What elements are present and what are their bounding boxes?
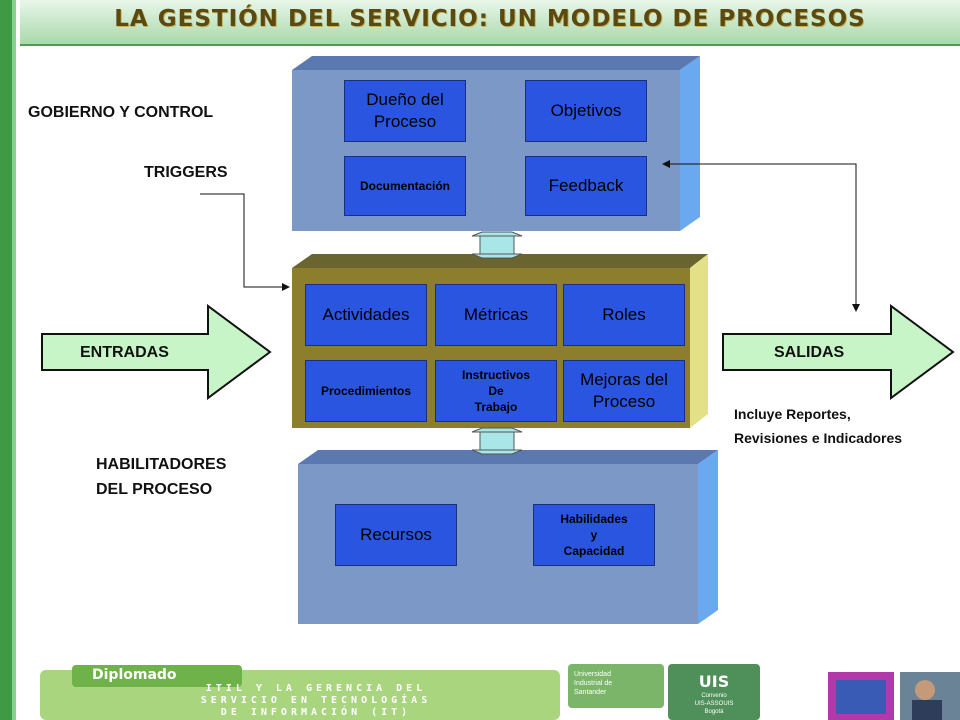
instructivos-box: Instructivos De Trabajo	[435, 360, 557, 422]
habilitadores-line1: HABILITADORES	[96, 456, 227, 473]
title-banner	[20, 0, 960, 46]
bottom-block-side-face	[698, 450, 718, 624]
bottom-block-top-face	[298, 450, 718, 464]
footer-convenio-box	[668, 664, 760, 720]
footer-line1: ITIL Y LA GERENCIA DEL	[205, 683, 427, 694]
habilidades-box: Habilidades y Capacidad	[533, 504, 655, 566]
footer-uis-text: Universidad Industrial de Santander	[574, 670, 612, 697]
footer-uis-logo: UIS	[698, 672, 730, 691]
procedimientos-box: Procedimientos	[305, 360, 427, 422]
connector-top-middle	[471, 231, 523, 259]
habilidades-line1: Habilidades	[560, 512, 628, 526]
top-block-side-face	[680, 56, 700, 231]
connector-middle-bottom	[471, 427, 523, 455]
instructivos-line1: Instructivos	[461, 368, 530, 382]
entradas-arrow	[41, 304, 272, 400]
convenio-line3: Bogotá	[704, 709, 724, 715]
mejoras-line2: Proceso	[592, 392, 656, 411]
roles-box: Roles	[563, 284, 685, 346]
convenio-line2: UIS-ASSOUIS	[694, 701, 734, 707]
gobierno-label: GOBIERNO Y CONTROL	[28, 104, 214, 121]
top-block-top-face	[292, 56, 700, 70]
salidas-arrow	[722, 304, 955, 400]
slide-title: LA GESTIÓN DEL SERVICIO: UN MODELO DE PR…	[114, 6, 866, 32]
middle-block-top-face	[292, 254, 708, 268]
footer-convenio: Convenio UIS-ASSOUIS Bogotá	[668, 692, 760, 716]
uis-text-line3: Santander	[574, 689, 607, 696]
entradas-label: ENTRADAS	[80, 344, 169, 361]
feedback-line	[668, 163, 857, 306]
feedback-arrowhead-left	[662, 160, 670, 168]
documentacion-box: Documentación	[344, 156, 466, 216]
footer-book-inner	[836, 680, 886, 714]
dueno-line1: Dueño del	[366, 90, 444, 109]
salidas-label: SALIDAS	[774, 344, 845, 361]
instructivos-line3: Trabajo	[474, 400, 518, 414]
habilidades-line3: Capacidad	[563, 544, 625, 558]
footer-diplomado-tab	[72, 665, 242, 687]
uis-text-line1: Universidad	[574, 671, 611, 678]
habilitadores-line2: DEL PROCESO	[96, 481, 213, 498]
incluye-line1: Incluye Reportes,	[734, 406, 851, 422]
recursos-box: Recursos	[335, 504, 457, 566]
footer-line3: DE INFORMACIÓN (IT)	[220, 707, 412, 718]
mejoras-box: Mejoras del Proceso	[563, 360, 685, 422]
triggers-label: TRIGGERS	[144, 164, 228, 181]
incluye-label: Incluye Reportes, Revisiones e Indicador…	[734, 402, 902, 450]
middle-block-side-face	[690, 254, 708, 428]
mejoras-line1: Mejoras del	[580, 370, 668, 389]
uis-text-line2: Industrial de	[574, 680, 613, 687]
objetivos-box: Objetivos	[525, 80, 647, 142]
dueno-line2: Proceso	[373, 112, 437, 131]
left-accent-stripe	[12, 0, 16, 720]
feedback-box: Feedback	[525, 156, 647, 216]
footer-program-name: ITIL Y LA GERENCIA DEL SERVICIO EN TECNO…	[96, 683, 536, 719]
actividades-box: Actividades	[305, 284, 427, 346]
left-accent-bar	[0, 0, 12, 720]
convenio-line1: Convenio	[701, 693, 727, 699]
instructivos-line2: De	[488, 384, 504, 398]
triggers-arrowhead	[282, 283, 290, 291]
footer-uis-text-box	[568, 664, 664, 708]
dueno-proceso-box: Dueño del Proceso	[344, 80, 466, 142]
metricas-box: Métricas	[435, 284, 557, 346]
footer-diplomado: Diplomado	[92, 667, 177, 683]
feedback-arrowhead-down	[852, 304, 860, 312]
habilitadores-label: HABILITADORES DEL PROCESO	[96, 452, 226, 502]
footer-line2: SERVICIO EN TECNOLOGÍAS	[200, 695, 432, 706]
habilidades-line2: y	[590, 528, 598, 542]
triggers-line	[200, 193, 286, 288]
incluye-line2: Revisiones e Indicadores	[734, 430, 903, 446]
